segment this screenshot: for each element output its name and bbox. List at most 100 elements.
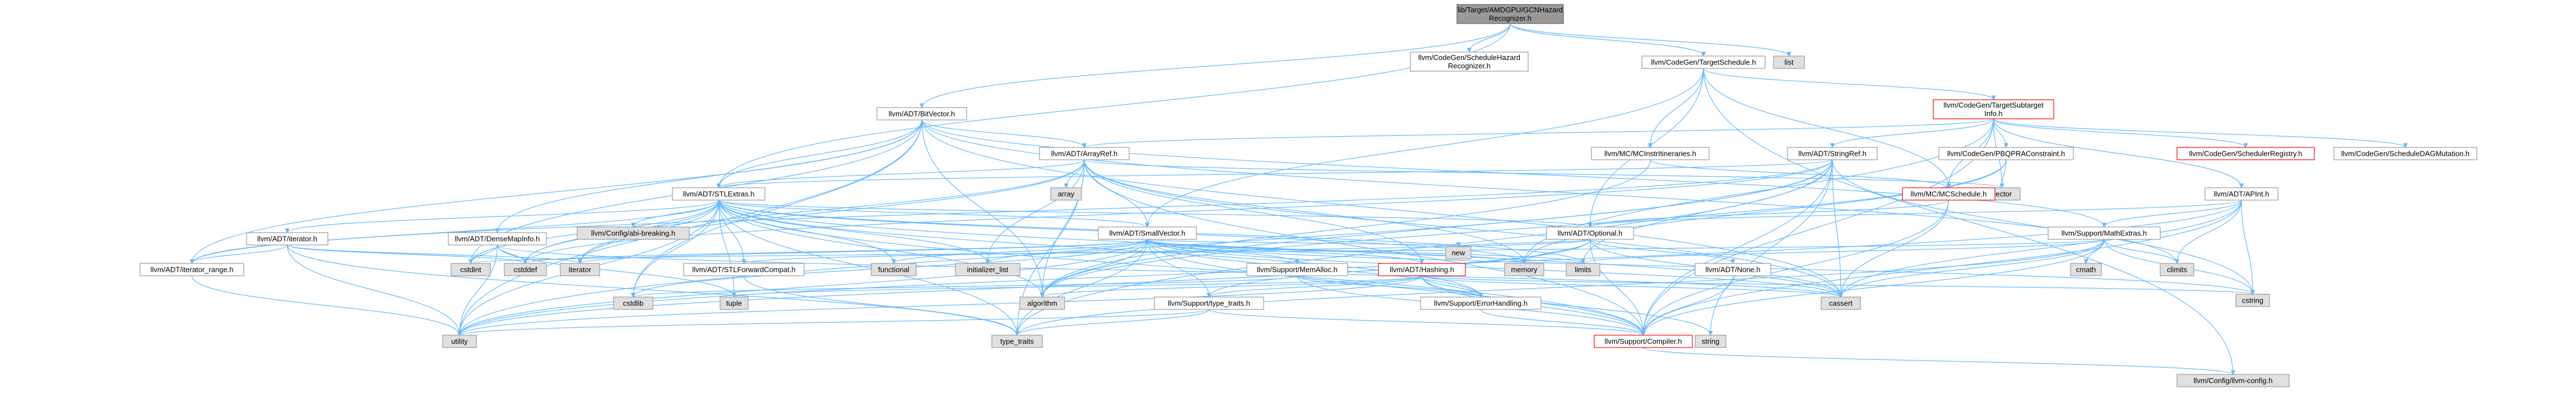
edge-tsi-to-apint <box>1993 118 2244 188</box>
node-memory[interactable]: memory <box>1504 263 1544 276</box>
node-llvmconfig[interactable]: llvm/Config/llvm-config.h <box>2176 374 2290 387</box>
node-box <box>442 335 477 348</box>
node-type-traits[interactable]: type_traits <box>991 335 1043 348</box>
node-label: llvm/Support/Compiler.h <box>1605 337 1682 346</box>
node-densemapinfo[interactable]: llvm/ADT/DenseMapInfo.h <box>448 232 547 245</box>
edge-stlextras-to-optional <box>718 200 1593 228</box>
node-tuple[interactable]: tuple <box>720 296 749 310</box>
node-label: new <box>1452 249 1465 257</box>
node-label: llvm/Support/type_traits.h <box>1168 299 1250 308</box>
node-mathextras[interactable]: llvm/Support/MathExtras.h <box>2048 226 2161 240</box>
node-iterator-range[interactable]: llvm/ADT/iterator_range.h <box>140 263 244 276</box>
node-label: cstddef <box>514 266 537 274</box>
node-bitvector[interactable]: llvm/ADT/BitVector.h <box>876 107 967 121</box>
node-algorithm[interactable]: algorithm <box>1019 296 1065 310</box>
node-hashing[interactable]: llvm/ADT/Hashing.h <box>1378 263 1466 276</box>
edge-stringref-to-cstddef <box>523 159 1833 264</box>
node-label: limits <box>1575 266 1591 274</box>
node-label: llvm/CodeGen/TargetSubtarget <box>1943 101 2044 109</box>
edge-stlextras-to-tuple <box>718 200 737 298</box>
node-label: lib/Target/AMDGPU/GCNHazard <box>1458 6 1563 14</box>
edge-smallvector-to-functional <box>891 239 1148 264</box>
node-mcschedule[interactable]: llvm/MC/MCSchedule.h <box>1902 187 1995 201</box>
node-cstddef[interactable]: cstddef <box>504 263 547 276</box>
node-target-sched[interactable]: llvm/CodeGen/TargetSchedule.h <box>1641 55 1766 69</box>
node-smallvector[interactable]: llvm/ADT/SmallVector.h <box>1098 226 1197 240</box>
node-box <box>1938 147 2074 160</box>
node-arrayref[interactable]: llvm/ADT/ArrayRef.h <box>1039 147 1130 160</box>
edge-mathextras-to-cassert <box>1838 239 2105 298</box>
node-stlfwd[interactable]: llvm/ADT/STLForwardCompat.h <box>683 263 805 276</box>
node-list[interactable]: list <box>1773 55 1805 69</box>
node-stringref[interactable]: llvm/ADT/StringRef.h <box>1787 147 1878 160</box>
edge-arrayref-to-cassert <box>1084 159 1844 298</box>
node-functional[interactable]: functional <box>871 263 917 276</box>
node-label: llvm/MC/MCSchedule.h <box>1911 190 1987 198</box>
edge-type-traits-llvm-to-compiler <box>1208 309 1646 336</box>
node-type-traits-llvm[interactable]: llvm/Support/type_traits.h <box>1154 296 1264 310</box>
node-label: llvm/ADT/APInt.h <box>2214 190 2269 198</box>
node-label: llvm/ADT/DenseMapInfo.h <box>455 235 540 243</box>
edge-mcinstr-to-mcschedule <box>1650 159 1951 188</box>
node-array[interactable]: array <box>1050 187 1082 201</box>
node-iterator-sys[interactable]: iterator <box>560 263 600 276</box>
edge-apint-to-optional <box>1588 200 2242 228</box>
node-label: cstring <box>2242 296 2263 305</box>
edge-stlextras-to-functional <box>718 200 897 264</box>
edge-mathextras-to-cstdint <box>468 239 2105 264</box>
node-label: list <box>1785 58 1794 67</box>
node-limits[interactable]: limits <box>1566 263 1600 276</box>
edge-apint-to-cassert <box>1838 200 2242 298</box>
node-label: llvm/Support/MemAlloc.h <box>1257 266 1338 274</box>
node-iterator[interactable]: llvm/ADT/iterator.h <box>246 232 328 245</box>
node-string[interactable]: string <box>1695 335 1726 348</box>
node-label: llvm/MC/MCInstrItineraries.h <box>1604 150 1696 158</box>
node-errorhandling[interactable]: llvm/Support/ErrorHandling.h <box>1420 296 1542 310</box>
node-cstdlib[interactable]: cstdlib <box>613 296 653 310</box>
edge-tsi-to-stringref <box>1830 118 1994 148</box>
node-abibreaking[interactable]: llvm/Config/abi-breaking.h <box>577 226 690 240</box>
node-label: llvm/ADT/StringRef.h <box>1798 150 1866 158</box>
node-box <box>720 296 749 310</box>
node-cmath[interactable]: cmath <box>2070 263 2102 276</box>
node-box <box>140 263 244 276</box>
node-box <box>991 335 1043 348</box>
edge-stlextras-to-type-traits <box>718 200 1020 336</box>
node-box <box>1039 147 1130 160</box>
node-box <box>2160 263 2194 276</box>
node-dagmut[interactable]: llvm/CodeGen/ScheduleDAGMutation.h <box>2333 147 2477 160</box>
node-apint[interactable]: llvm/ADT/APInt.h <box>2204 187 2278 201</box>
node-new[interactable]: new <box>1445 246 1472 260</box>
node-schedreg[interactable]: llvm/CodeGen/SchedulerRegistry.h <box>2176 147 2315 160</box>
node-pbqp[interactable]: llvm/CodeGen/PBQPRAConstraint.h <box>1938 147 2074 160</box>
node-cassert[interactable]: cassert <box>1821 296 1861 310</box>
node-mcinstr[interactable]: llvm/MC/MCInstrItineraries.h <box>1591 147 1710 160</box>
edge-pbqp-to-algorithm <box>1039 159 2007 298</box>
node-label: functional <box>878 266 909 274</box>
node-cstring[interactable]: cstring <box>2235 294 2270 307</box>
node-optional[interactable]: llvm/ADT/Optional.h <box>1546 226 1634 240</box>
node-stlextras[interactable]: llvm/ADT/STLExtras.h <box>672 187 765 201</box>
node-label: llvm/CodeGen/ScheduleDAGMutation.h <box>2341 150 2470 158</box>
node-cstdint[interactable]: cstdint <box>451 263 491 276</box>
node-box <box>1378 263 1466 276</box>
node-utility[interactable]: utility <box>442 335 477 348</box>
node-init-list[interactable]: initializer_list <box>955 263 1020 276</box>
edge-optional-to-none <box>1589 239 1735 264</box>
node-none[interactable]: llvm/ADT/None.h <box>1695 263 1771 276</box>
node-label: cstdlib <box>623 299 644 308</box>
node-compiler[interactable]: llvm/Support/Compiler.h <box>1594 335 1693 348</box>
edge-stlextras-to-iterator <box>285 200 720 233</box>
edge-stlextras-to-algorithm <box>718 200 1045 298</box>
edge-stlextras-to-init-list <box>718 200 990 264</box>
node-box <box>1050 187 1082 201</box>
edge-mathextras-to-limits <box>1581 239 2105 264</box>
node-layer: lib/Target/AMDGPU/GCNHazardRecognizer.hl… <box>140 4 2477 387</box>
node-label: Recognizer.h <box>1489 14 1531 22</box>
node-climits[interactable]: climits <box>2160 263 2194 276</box>
node-memalloc[interactable]: llvm/Support/MemAlloc.h <box>1246 263 1348 276</box>
node-box <box>448 232 547 245</box>
